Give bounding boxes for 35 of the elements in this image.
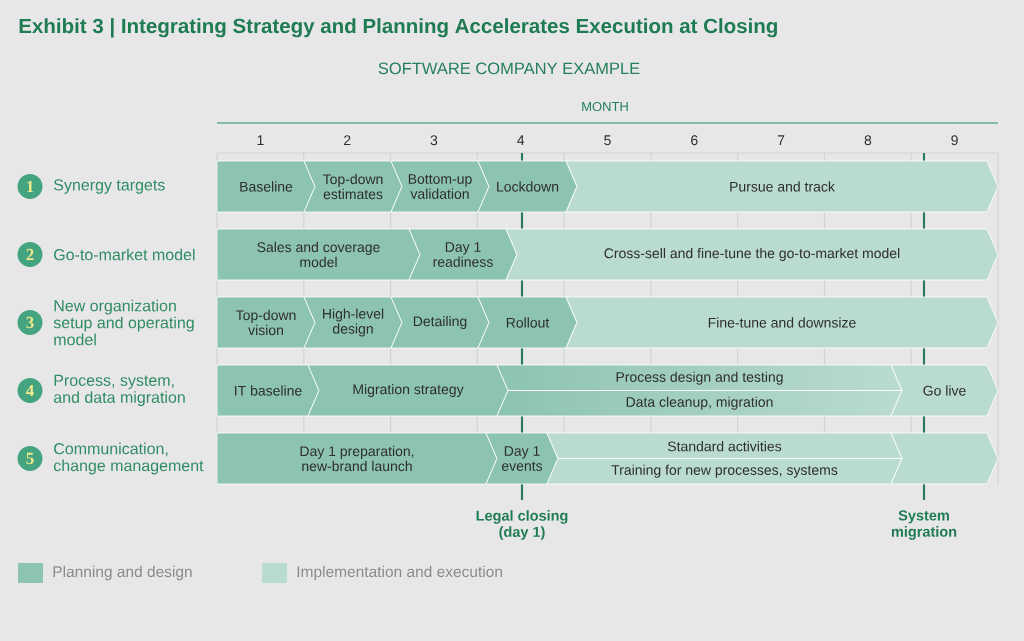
- chevron-band: Top-down vision: [216, 296, 316, 349]
- chevron-band: Cross-sell and fine-tune the go-to-market model: [505, 228, 999, 281]
- row-label: Communication, change management: [53, 442, 204, 475]
- chevron-band: Process design and testing: [496, 364, 903, 391]
- month-number: 2: [344, 135, 351, 145]
- legend-label: Implementation and execution: [297, 565, 502, 581]
- row-label: Synergy targets: [54, 179, 165, 194]
- title: Exhibit 3 | Integrating Strategy and Planning Accelerates Execution at Closing: [19, 18, 777, 38]
- chevron-band: Fine-tune and downsize: [565, 296, 999, 349]
- chevron-band: Data cleanup, migration: [496, 390, 903, 417]
- month-number: 9: [951, 135, 958, 146]
- month-number: 8: [864, 135, 872, 146]
- chevron-band: Training for new processes, systems: [546, 458, 903, 485]
- chevron-band: Migration strategy: [307, 364, 509, 417]
- milestone-label: System migration: [891, 510, 957, 540]
- row-label: New organization setup and operating model: [53, 299, 194, 346]
- month-number: 7: [777, 135, 785, 145]
- month-number: 1: [257, 135, 264, 145]
- chevron-band: Pursue and track: [565, 160, 999, 213]
- month-number: 6: [691, 135, 698, 146]
- legend-label: Planning and design: [53, 565, 192, 581]
- row-label: Process, system, and data migration: [53, 374, 185, 407]
- month-number: 5: [604, 135, 611, 146]
- chevron-band: Standard activities: [546, 432, 903, 459]
- axis-title: MONTH: [582, 101, 628, 112]
- month-number: 3: [430, 135, 438, 146]
- row-label: Go-to-market model: [54, 248, 195, 261]
- chevron-band: IT baseline: [216, 364, 320, 417]
- chevron-band: Sales and coverage model: [216, 228, 421, 281]
- chevron-band: Day 1 preparation, new-brand launch: [216, 432, 498, 485]
- month-number: 4: [517, 135, 525, 145]
- milestone-label: Legal closing (day 1): [476, 510, 568, 540]
- chevron-band: Baseline: [216, 160, 316, 213]
- chevron-band: Day 1 events: [485, 432, 559, 485]
- subtitle: SOFTWARE COMPANY EXAMPLE: [378, 62, 640, 75]
